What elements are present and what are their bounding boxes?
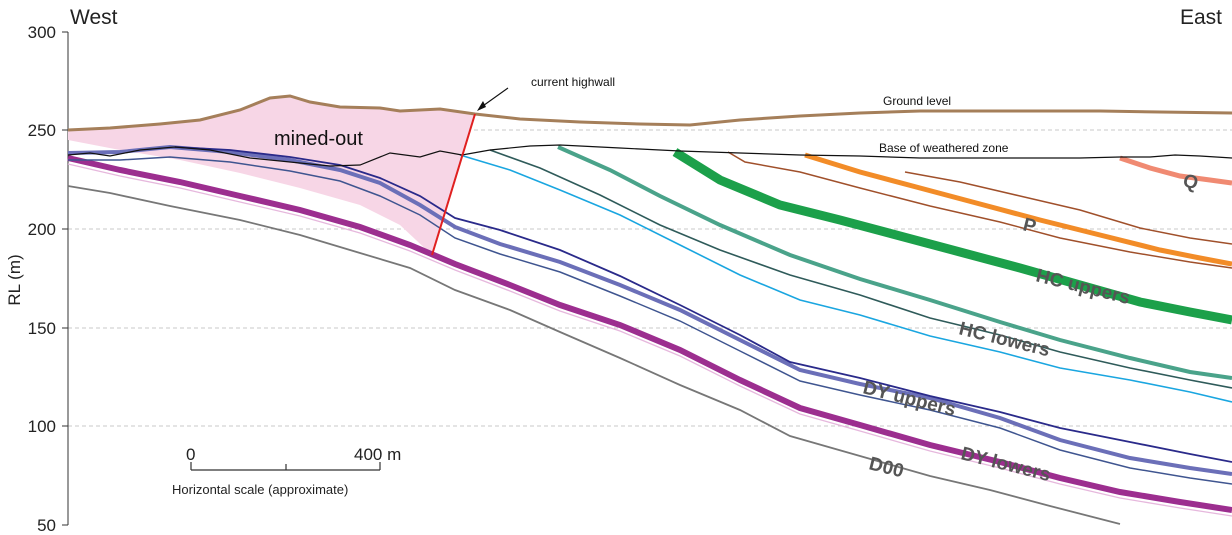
seam-brown-1 — [727, 151, 1232, 269]
label-d00: D00 — [867, 453, 906, 482]
east-label: East — [1180, 6, 1222, 29]
scale-bar-caption: Horizontal scale (approximate) — [172, 482, 348, 497]
y-tick-label-300: 300 — [28, 23, 56, 42]
seam-hc-lowers-band — [557, 145, 1232, 380]
seam-dy-lowers-light — [67, 163, 1232, 517]
highwall-arrow-head — [477, 101, 486, 111]
y-ticks — [62, 31, 68, 526]
seam-brown-2 — [904, 171, 1232, 245]
label-q: Q — [1181, 170, 1200, 194]
y-tick-label-250: 250 — [28, 121, 56, 140]
ground-level-label: Ground level — [883, 94, 951, 108]
mined-out-label: mined-out — [274, 128, 363, 150]
seam-hc-lowers — [489, 149, 1232, 389]
seam-hc-uppers — [672, 148, 1232, 325]
label-hc-uppers: HC uppers — [1034, 265, 1132, 309]
scale-bar — [190, 462, 381, 471]
label-dy-lowers: DY lowers — [959, 443, 1053, 486]
scale-bar-end: 400 m — [354, 445, 401, 464]
y-tick-label-100: 100 — [28, 417, 56, 436]
ground-level — [67, 94, 1232, 132]
base-of-weathered-zone — [67, 144, 1232, 167]
y-tick-label-200: 200 — [28, 220, 56, 239]
seam-dy-navy — [174, 146, 1232, 463]
y-axis-label: RL (m) — [5, 254, 24, 305]
seam-d00 — [67, 185, 1121, 525]
current-highwall-line — [431, 113, 476, 256]
seam-dy-uppers-2 — [68, 156, 1232, 485]
weathered-zone-label: Base of weathered zone — [879, 141, 1009, 155]
highwall-label: current highwall — [531, 75, 615, 89]
label-p: P — [1021, 214, 1039, 238]
seam-p — [804, 152, 1232, 267]
seam-dy-lowers — [67, 155, 1232, 513]
mined-out-area — [68, 96, 475, 255]
y-tick-label-50: 50 — [37, 516, 56, 535]
y-tick-label-150: 150 — [28, 319, 56, 338]
seam-q — [1119, 155, 1232, 186]
seam-dy-uppers — [67, 144, 1232, 476]
seam-cyan — [459, 154, 1232, 403]
scale-bar-start: 0 — [186, 445, 195, 464]
gridlines — [68, 129, 1232, 427]
label-dy-uppers: DY uppers — [861, 377, 958, 420]
west-label: West — [70, 6, 118, 29]
